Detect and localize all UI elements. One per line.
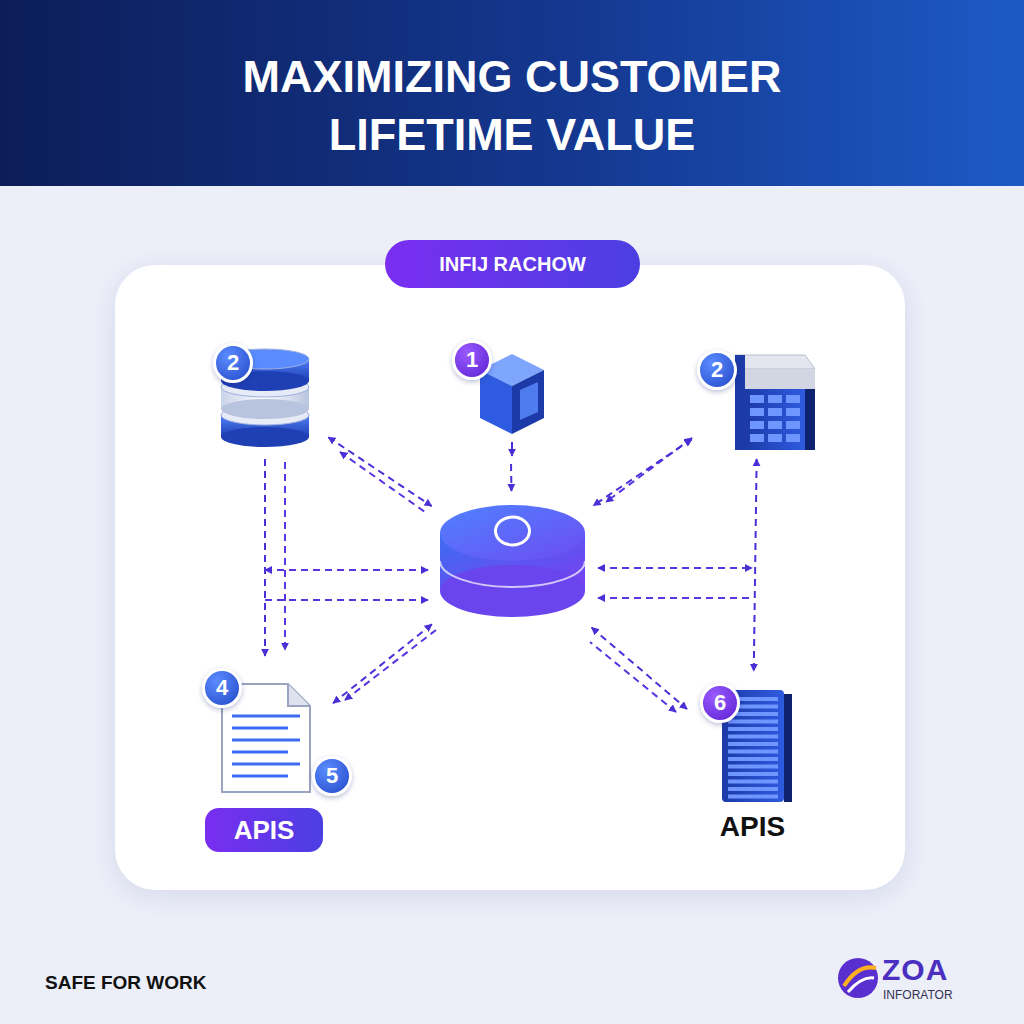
callout-number: 6 bbox=[700, 683, 740, 723]
flow-connector bbox=[328, 437, 431, 506]
document-node: 45APIS bbox=[200, 660, 330, 855]
logo-subtext: INFORATOR bbox=[883, 988, 953, 1002]
flow-arrow bbox=[345, 630, 436, 700]
apis-pill: APIS bbox=[205, 808, 323, 852]
flow-arrow bbox=[598, 567, 752, 569]
flow-arrow bbox=[265, 599, 428, 601]
central-hub bbox=[435, 495, 590, 625]
callout-number: 1 bbox=[452, 340, 492, 380]
flow-arrow bbox=[598, 597, 752, 599]
flow-connector bbox=[333, 624, 432, 703]
flow-connector bbox=[510, 464, 512, 491]
callout-number: 2 bbox=[697, 350, 737, 390]
callout-number: 2 bbox=[213, 343, 253, 383]
flow-arrow bbox=[284, 462, 286, 650]
diagram-title: MAXIMIZING CUSTOMER LIFETIME VALUE bbox=[182, 48, 842, 164]
hub-icon bbox=[435, 495, 590, 625]
server-node: 2 bbox=[695, 335, 820, 455]
pill-text: INFIJ RACHOW bbox=[439, 253, 586, 276]
flow-connector bbox=[593, 439, 691, 505]
heading-pill: INFIJ RACHOW bbox=[385, 240, 640, 288]
decorative-flows bbox=[265, 438, 752, 712]
logo-text: ZOA bbox=[882, 953, 948, 987]
callout-number: 5 bbox=[312, 756, 352, 796]
flow-connector bbox=[592, 628, 687, 709]
database-node: 2 bbox=[205, 335, 325, 455]
cube-node: 1 bbox=[450, 330, 570, 460]
logo-mark bbox=[836, 956, 880, 1000]
callout-number: 4 bbox=[202, 668, 242, 708]
flow-arrow bbox=[340, 452, 425, 512]
flow-connector bbox=[264, 459, 266, 656]
rack-node: 6APIS bbox=[690, 675, 815, 855]
flow-arrow bbox=[265, 569, 428, 571]
footer-note: SAFE FOR WORK bbox=[45, 972, 207, 994]
apis-label: APIS bbox=[690, 811, 815, 843]
flow-connector bbox=[754, 459, 757, 671]
flow-arrow bbox=[590, 642, 676, 712]
